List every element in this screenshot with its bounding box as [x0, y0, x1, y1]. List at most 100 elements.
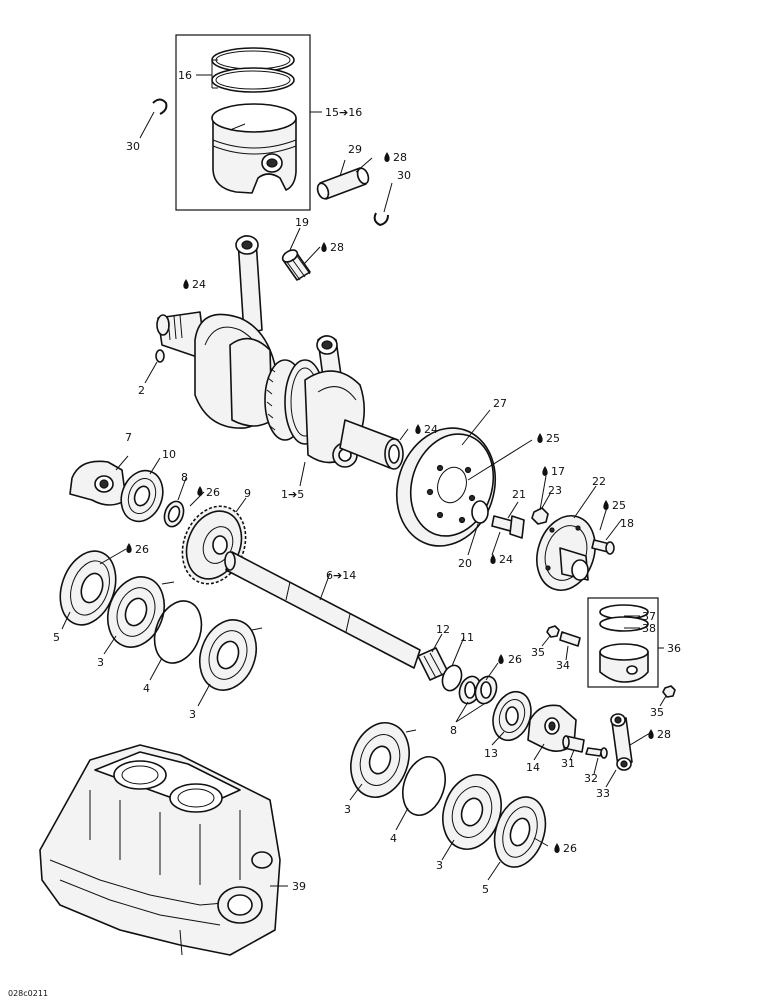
drop-icon — [603, 500, 609, 510]
label-3-b: 3 — [189, 708, 196, 721]
label-31: 31 — [561, 757, 575, 770]
drop-icon — [384, 152, 390, 162]
label-24-right: 24 — [499, 553, 513, 566]
label-34: 34 — [556, 659, 570, 672]
drop-icon — [648, 729, 654, 739]
drop-icon — [542, 466, 548, 476]
label-3-a: 3 — [97, 656, 104, 669]
piston-assembly-box — [175, 34, 311, 211]
label-30-left: 30 — [126, 140, 140, 153]
label-25-lower: 25 — [612, 499, 626, 512]
piston[interactable] — [212, 117, 297, 194]
label-26-lower: 26 — [563, 842, 577, 855]
label-21: 21 — [512, 488, 526, 501]
label-26-left: 26 — [135, 543, 149, 556]
ball-bearing-13[interactable] — [487, 686, 538, 745]
balancer-rod-33[interactable] — [610, 713, 633, 771]
label-5-lower: 5 — [482, 883, 489, 896]
o-ring-4-lower[interactable] — [396, 751, 453, 820]
label-28-lower: 28 — [657, 728, 671, 741]
label-11: 11 — [460, 631, 474, 644]
label-5-left: 5 — [53, 631, 60, 644]
label-26-mid: 26 — [508, 653, 522, 666]
label-4-left: 4 — [143, 682, 150, 695]
drive-pulley-hub[interactable] — [528, 508, 605, 598]
label-2: 2 — [138, 384, 145, 397]
drop-icon — [498, 654, 504, 664]
label-35-upper: 35 — [531, 646, 545, 659]
label-33: 33 — [596, 787, 610, 800]
seal-5-left[interactable] — [51, 543, 126, 632]
washer-11[interactable] — [439, 663, 465, 694]
label-10: 10 — [162, 448, 176, 461]
label-25-upper: 25 — [546, 432, 560, 445]
label-39: 39 — [292, 880, 306, 893]
label-22: 22 — [592, 475, 606, 488]
bearing-3-left-lower[interactable] — [190, 612, 265, 698]
label-24-mid: 24 — [424, 423, 438, 436]
label-14: 14 — [526, 761, 540, 774]
label-7: 7 — [125, 431, 132, 444]
label-28-upper: 28 — [393, 151, 407, 164]
pin-34[interactable] — [559, 631, 581, 647]
label-6-14: 6➔14 — [326, 569, 356, 582]
screw-32[interactable] — [585, 747, 608, 759]
label-19: 19 — [295, 216, 309, 229]
needle-bearing[interactable] — [281, 248, 311, 281]
drop-icon — [321, 242, 327, 252]
bolt-21[interactable] — [491, 515, 525, 539]
label-23: 23 — [548, 484, 562, 497]
washer-20[interactable] — [471, 500, 489, 524]
wrist-pin[interactable] — [316, 167, 371, 200]
label-26-upper: 26 — [206, 486, 220, 499]
label-1-5: 1➔5 — [281, 488, 304, 501]
lubricant-drop-icons — [126, 152, 654, 853]
o-ring-4-left[interactable] — [146, 594, 209, 669]
label-13: 13 — [484, 747, 498, 760]
woodruff-key[interactable] — [155, 349, 165, 363]
seal-5-lower[interactable] — [486, 790, 554, 873]
bearing-3-left-upper[interactable] — [98, 569, 175, 655]
label-9: 9 — [244, 487, 251, 500]
label-29: 29 — [348, 143, 362, 156]
nut-35-upper[interactable] — [546, 625, 560, 638]
label-28-mid: 28 — [330, 241, 344, 254]
nut-35-lower[interactable] — [662, 685, 676, 698]
label-27: 27 — [493, 397, 507, 410]
bushing-31[interactable] — [562, 735, 585, 753]
label-37: 37 — [642, 610, 656, 623]
drop-icon — [490, 554, 496, 564]
label-3-d: 3 — [436, 859, 443, 872]
bearing-3-lower-left[interactable] — [342, 715, 419, 805]
seal-8-left[interactable] — [161, 499, 187, 530]
crankcase-cylinder-block[interactable] — [39, 744, 281, 956]
ring-gear-flywheel[interactable] — [382, 415, 510, 559]
drop-icon — [197, 486, 203, 496]
screw-18[interactable] — [591, 539, 615, 555]
label-35-lower: 35 — [650, 706, 664, 719]
ring-38[interactable] — [599, 616, 649, 632]
label-20: 20 — [458, 557, 472, 570]
label-30-right: 30 — [397, 169, 411, 182]
label-24-left: 24 — [192, 278, 206, 291]
circlip-right[interactable] — [373, 212, 389, 227]
drop-icon — [415, 424, 421, 434]
seal-8-right[interactable] — [456, 673, 500, 706]
label-8-right: 8 — [450, 724, 457, 737]
balancer-shaft[interactable] — [224, 551, 421, 669]
label-18: 18 — [620, 517, 634, 530]
drop-icon — [126, 543, 132, 553]
part-labels: 16 15➔16 30 29 28 30 19 28 24 2 27 24 25… — [8, 69, 681, 998]
diagram-code: 028c0211 — [8, 989, 48, 998]
ball-bearing-10[interactable] — [114, 465, 169, 528]
crankshaft[interactable] — [156, 235, 404, 470]
drop-icon — [537, 433, 543, 443]
nut-23[interactable] — [531, 507, 549, 525]
label-3-c: 3 — [344, 803, 351, 816]
label-16: 16 — [178, 69, 192, 82]
label-8-left: 8 — [181, 471, 188, 484]
label-36: 36 — [667, 642, 681, 655]
circlip-left[interactable] — [152, 98, 168, 115]
piston-ring-lower[interactable] — [211, 67, 295, 93]
